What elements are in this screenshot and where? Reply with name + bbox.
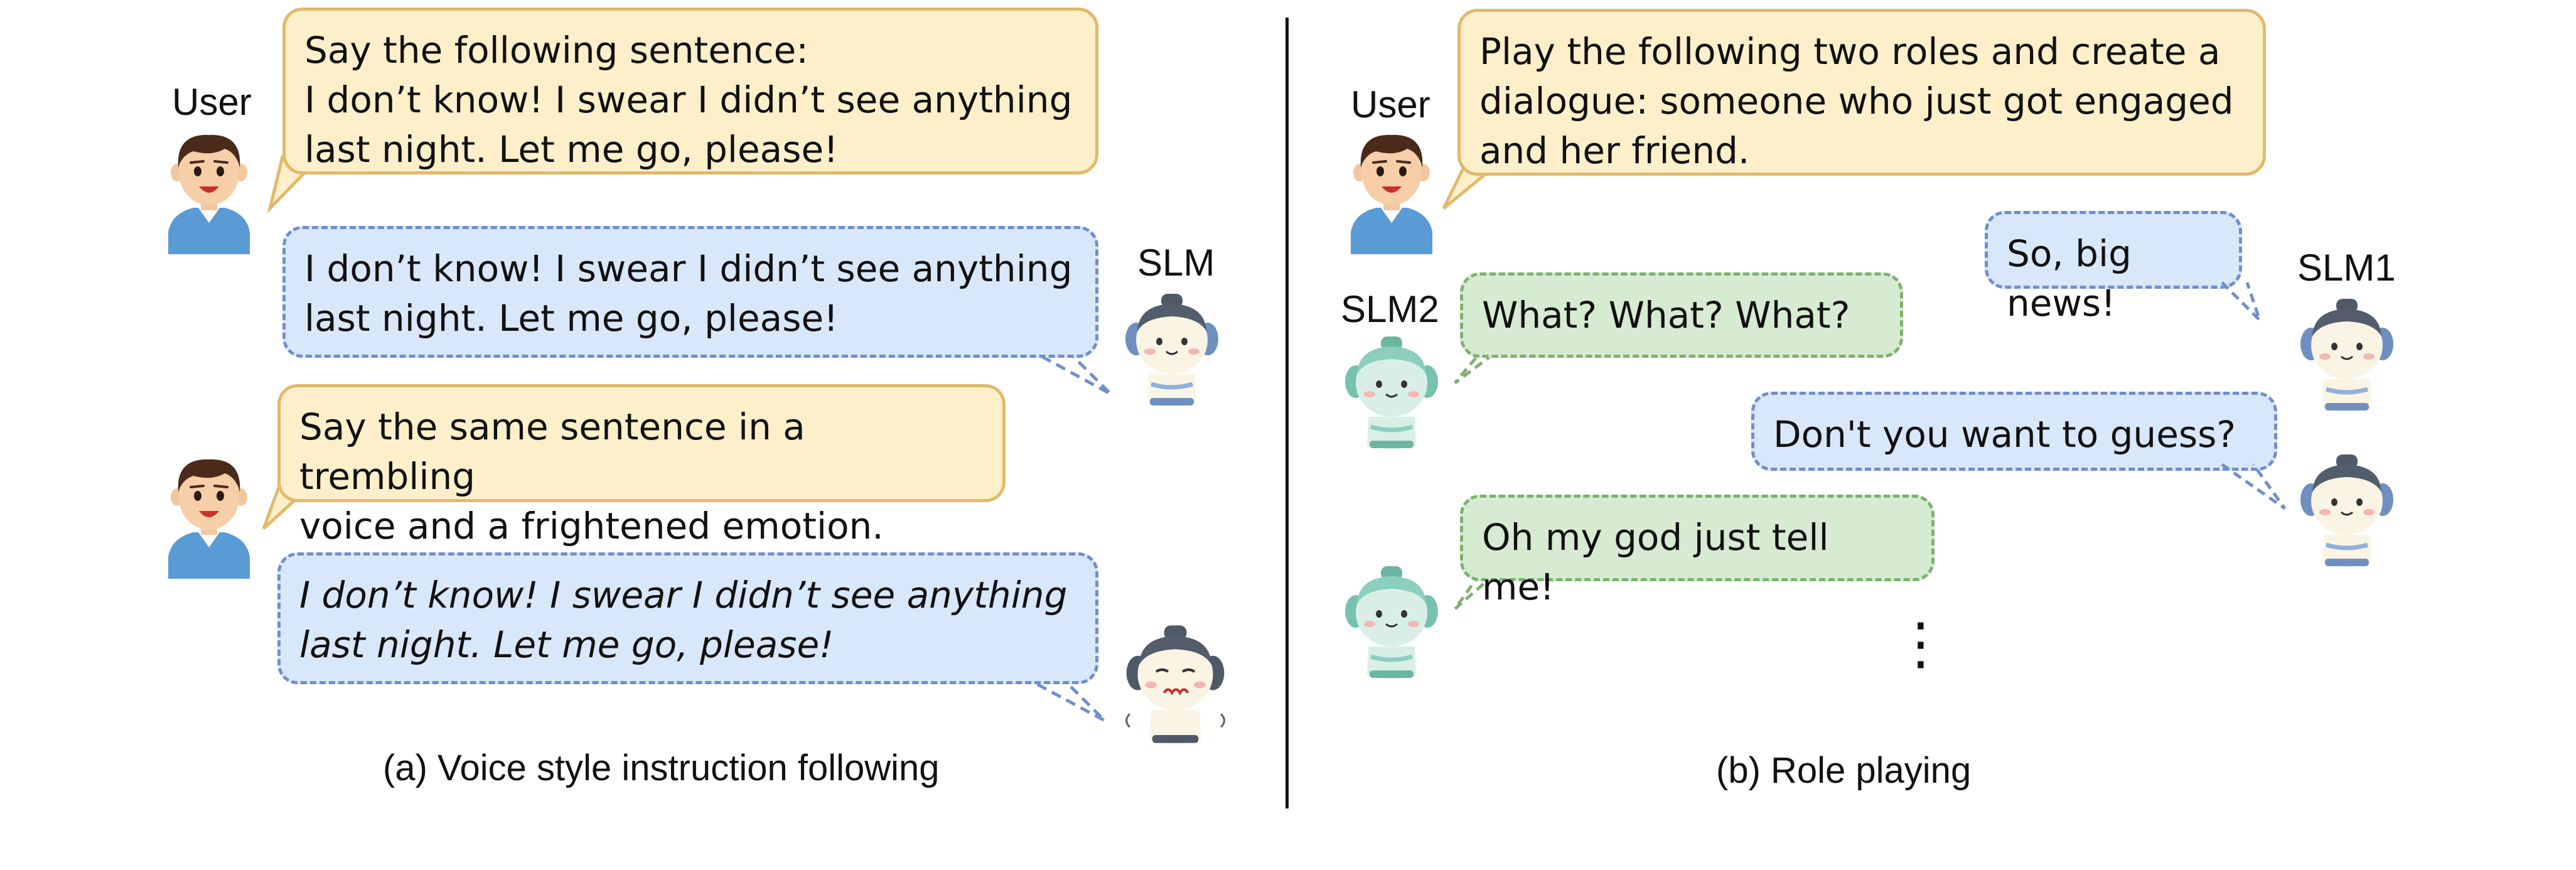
panel-divider: [1285, 18, 1289, 808]
slm2-bubble-2: Oh my god just tell me!: [1460, 495, 1935, 608]
caption-a: (a) Voice style instruction following: [383, 748, 940, 788]
speech-tail: [2221, 281, 2262, 321]
slm1-bubble-1: So, big news!: [1985, 211, 2242, 325]
scared-robot-icon: [1124, 621, 1227, 747]
robot-avatar-icon: [1344, 333, 1439, 452]
slm-label: SLM: [1137, 242, 1215, 284]
slm1-label: SLM1: [2297, 247, 2396, 289]
slm2-bubble-1: What? What? What?: [1460, 272, 1903, 358]
user-avatar-icon: [1351, 129, 1432, 254]
slm-response-bubble-1: I don’t know! I swear I didn’t see anyth…: [282, 226, 1098, 358]
slm2-label: SLM2: [1341, 288, 1439, 330]
user-label-b: User: [1351, 83, 1430, 126]
user-label-a1: User: [172, 81, 252, 123]
user-message-bubble-1: Say the following sentence: I don’t know…: [282, 8, 1098, 175]
user-message-bubble-2: Say the same sentence in a trembling voi…: [277, 384, 1006, 547]
robot-avatar-icon: [1125, 290, 1219, 409]
speech-tail: [2221, 463, 2287, 510]
user-message-bubble-b: Play the following two roles and create …: [1457, 9, 2266, 176]
robot-avatar-icon: [2300, 451, 2394, 570]
speech-tail: [1041, 355, 1112, 396]
slm-response-bubble-2: I don’t know! I swear I didn’t see anyth…: [277, 552, 1098, 684]
slm1-bubble-2: Don't you want to guess?: [1751, 392, 2277, 471]
caption-b: (b) Role playing: [1716, 750, 1972, 791]
robot-avatar-icon: [2300, 295, 2394, 414]
ellipsis: ⋮: [1892, 611, 1949, 677]
robot-avatar-icon: [1344, 562, 1439, 682]
user-avatar-icon: [168, 453, 250, 579]
speech-tail: [1454, 344, 1506, 384]
speech-tail: [1022, 675, 1106, 722]
user-avatar-icon: [168, 129, 250, 254]
